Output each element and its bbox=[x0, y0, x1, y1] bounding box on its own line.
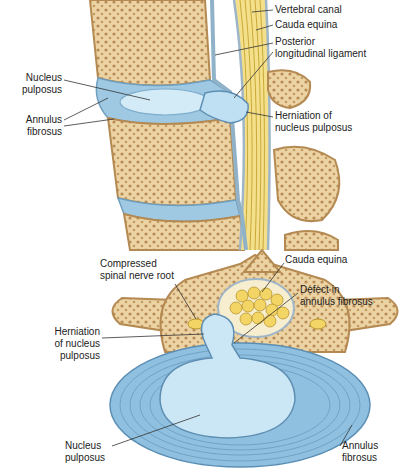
leader-line bbox=[64, 119, 114, 126]
spinal-nerve-root bbox=[310, 319, 326, 329]
nerve-root bbox=[252, 312, 264, 324]
leader-line bbox=[262, 263, 284, 292]
part-label: Herniation of nucleus pulposus bbox=[275, 110, 360, 134]
part-label: Annulus fibrosus bbox=[342, 440, 387, 464]
nerve-root bbox=[254, 299, 266, 311]
nerve-root bbox=[242, 300, 254, 312]
leader-line bbox=[234, 52, 273, 98]
nerve-fiber bbox=[250, 0, 257, 250]
part-label: Annulus fibrosus bbox=[10, 114, 62, 138]
leader-line bbox=[234, 293, 298, 343]
part-label: Posterior longitudinal ligament bbox=[275, 36, 368, 60]
disc-herniation bbox=[200, 91, 248, 123]
nerve-root bbox=[264, 315, 276, 327]
leader-line bbox=[256, 25, 273, 30]
part-label: Nucleus pulposus bbox=[65, 440, 110, 464]
nerve-root bbox=[260, 288, 272, 300]
spinous-process bbox=[268, 70, 310, 108]
part-label: Herniation of nucleus pulposus bbox=[45, 326, 100, 362]
leader-line bbox=[252, 10, 273, 12]
spinous-process bbox=[285, 231, 338, 250]
vertebral-body bbox=[124, 214, 244, 250]
part-label: Nucleus pulposus bbox=[10, 72, 62, 96]
nucleus-pulposus bbox=[120, 89, 210, 115]
part-label: Vertebral canal bbox=[275, 4, 385, 16]
dura-mater bbox=[266, 0, 270, 250]
leader-line bbox=[215, 43, 273, 55]
leader-line bbox=[64, 80, 150, 100]
leader-line bbox=[64, 98, 108, 120]
part-label: Cauda equina bbox=[275, 19, 385, 31]
nerve-fiber bbox=[245, 0, 252, 250]
vertebral-body bbox=[90, 0, 210, 86]
leader-line bbox=[102, 334, 204, 338]
nerve-fiber bbox=[260, 0, 264, 250]
nucleus-pulposus bbox=[160, 314, 295, 438]
part-label: Cauda equina bbox=[285, 254, 365, 266]
spinous-process bbox=[274, 147, 339, 221]
nerve-root bbox=[248, 287, 260, 299]
leader-line bbox=[112, 415, 200, 446]
nerve-fiber bbox=[255, 0, 261, 250]
nerve-root bbox=[277, 307, 289, 319]
leader-line bbox=[175, 284, 196, 319]
part-label: Defect in annulus fibrosus bbox=[300, 284, 376, 308]
nerve-root bbox=[240, 313, 252, 325]
vertebral-body bbox=[108, 118, 236, 206]
nerve-root bbox=[230, 302, 242, 314]
spinous-process bbox=[244, 250, 280, 272]
part-label: Compressed spinal nerve root bbox=[100, 258, 178, 282]
posterior-longitudinal-ligament bbox=[212, 0, 246, 250]
leader-line bbox=[246, 112, 273, 117]
axial-view bbox=[102, 250, 398, 467]
